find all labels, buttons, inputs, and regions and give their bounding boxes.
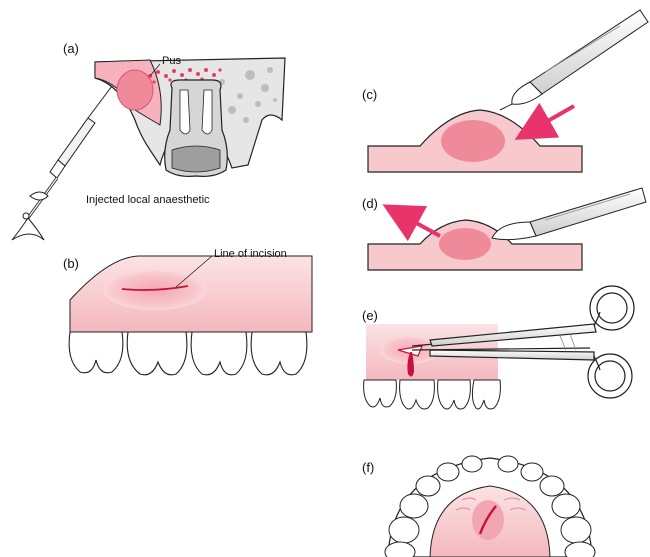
palatal-incision (478, 505, 497, 535)
panel-b: (b) Line of incision (63, 248, 313, 376)
panel-b-label: (b) (63, 256, 79, 271)
panel-c-label: (c) (362, 87, 377, 102)
pus-leader-line (149, 63, 161, 77)
panel-f: (f) (362, 455, 596, 557)
blood-drip (407, 352, 414, 377)
arrow-icon (382, 204, 441, 242)
panel-e-label: (e) (362, 308, 378, 323)
abscess-c (441, 120, 505, 162)
arrow-icon (514, 102, 575, 140)
panel-e: (e) (362, 285, 635, 410)
arch-teeth (384, 455, 596, 557)
bone-speckles (219, 67, 277, 123)
scalpel-icon (491, 187, 647, 241)
incision-line (121, 285, 189, 291)
anaesthetic-caption: Injected local anaesthetic (86, 194, 210, 206)
incision-leader-line (175, 255, 213, 288)
abscess-d (439, 228, 491, 260)
palatal-rugae (455, 497, 527, 511)
panel-d: (d) (362, 187, 647, 271)
tooth-icon (164, 79, 228, 177)
teeth-row (68, 331, 308, 376)
forceps-icon (411, 285, 635, 399)
panel-a: (a) Pus (11, 41, 286, 241)
pus-label: Pus (162, 55, 181, 67)
abscess (116, 69, 154, 111)
panel-c: (c) (362, 9, 649, 173)
teeth-row (363, 379, 501, 410)
panel-f-label: (f) (362, 460, 374, 475)
scalpel-icon (499, 9, 649, 111)
panel-a-label: (a) (63, 41, 79, 56)
panel-d-label: (d) (362, 196, 378, 211)
incision-drain (397, 345, 423, 357)
palatal-swelling (472, 500, 504, 540)
incision-label: Line of incision (214, 248, 287, 260)
syringe-icon (11, 85, 113, 241)
